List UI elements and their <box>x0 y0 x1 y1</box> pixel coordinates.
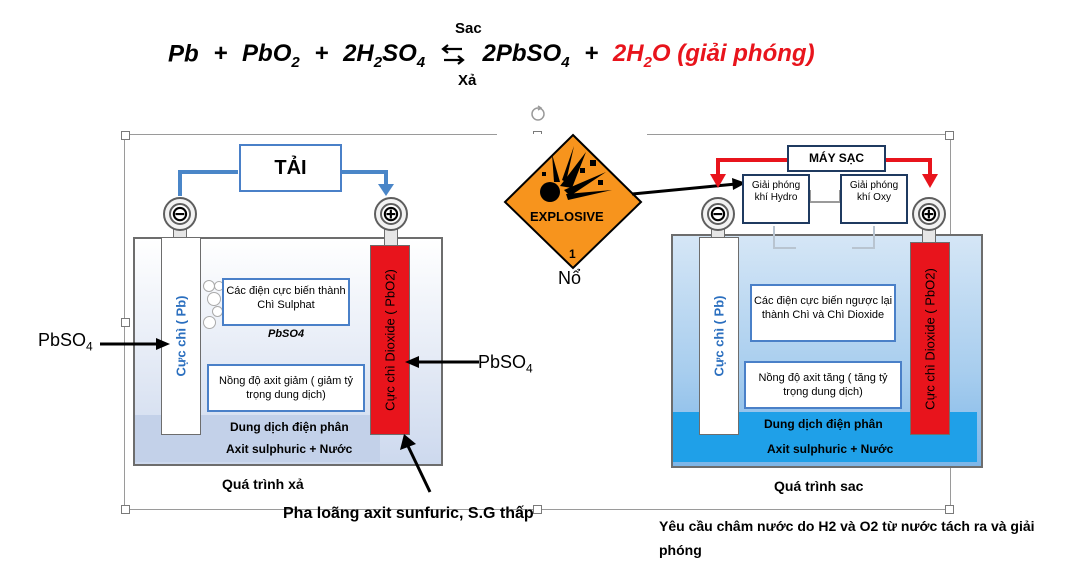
right-concentration-box: Nồng độ axit tăng ( tăng tỷ trọng dung d… <box>744 361 902 409</box>
rotate-handle-icon[interactable] <box>528 104 548 124</box>
left-pbso4-small: PbSO4 <box>268 328 305 340</box>
plus-icon: ⊕ <box>919 201 939 226</box>
equilibrium-arrow-icon <box>432 40 476 70</box>
charge-label: Sac <box>455 20 482 37</box>
charge-process-label: Quá trình sac <box>774 478 864 494</box>
eq-plus: + <box>213 40 228 68</box>
positive-terminal: ⊕ <box>374 197 408 231</box>
explosive-text: EXPLOSIVE <box>530 209 604 224</box>
positive-electrode-label: Cực chì Dioxide ( PbO2) <box>382 269 398 411</box>
left-pbso4-label: PbSO4 <box>38 330 93 354</box>
negative-electrode: Cực chì ( Pb) <box>161 237 201 435</box>
discharge-label: Xả <box>458 72 477 89</box>
resize-handle[interactable] <box>121 505 130 514</box>
water-refill-note: Yêu cầu châm nước do H2 và O2 từ nước tá… <box>659 518 1035 558</box>
eq-reactant-h2so4: 2H2SO4 <box>343 40 426 72</box>
charger-box: MÁY SẠC <box>787 145 886 172</box>
resize-handle[interactable] <box>121 318 130 327</box>
arrow-right-icon <box>100 338 170 350</box>
right-acid-label: Axit sulphuric + Nước <box>767 442 894 456</box>
positive-electrode: Cực chì Dioxide ( PbO2) <box>910 242 950 435</box>
negative-electrode: Cực chì ( Pb) <box>699 237 739 435</box>
left-acid-label: Axit sulphuric + Nước <box>226 442 353 456</box>
charge-flow-arrow-icon <box>710 158 938 188</box>
chemical-equation: Pb + PbO2 + 2H2SO4 2PbSO4 + 2H2O (giải p… <box>168 40 815 71</box>
hazard-class-number: 1 <box>569 247 576 261</box>
explosion-caption: Nổ <box>558 268 582 288</box>
positive-terminal: ⊕ <box>912 197 946 231</box>
minus-icon: ⊖ <box>170 201 190 226</box>
plus-icon: ⊕ <box>381 201 401 226</box>
eq-product-water: 2H2O (giải phóng) <box>612 40 815 72</box>
right-electrolyte-label: Dung dịch điện phân <box>764 417 883 431</box>
arrow-up-icon <box>400 434 432 493</box>
left-electrolyte-label: Dung dịch điện phân <box>230 420 349 434</box>
eq-plus: + <box>584 40 599 68</box>
gas-bubble <box>203 316 216 329</box>
load-box: TẢI <box>239 144 342 192</box>
eq-reactant-pbo2: PbO2 <box>242 40 300 72</box>
hydrogen-release-box: Giải phóng khí Hydro <box>742 174 810 224</box>
resize-handle[interactable] <box>121 131 130 140</box>
arrow-left-icon <box>405 356 479 368</box>
negative-electrode-label: Cực chì ( Pb) <box>173 295 189 377</box>
eq-product-pbso4: 2PbSO4 <box>482 40 570 72</box>
positive-electrode: Cực chì Dioxide ( PbO2) <box>370 245 410 435</box>
eq-plus: + <box>314 40 329 68</box>
dilute-note: Pha loãng axit sunfuric, S.G thấp <box>283 505 534 522</box>
positive-electrode-label: Cực chì Dioxide ( PbO2) <box>922 267 938 410</box>
minus-icon: ⊖ <box>708 201 728 226</box>
left-concentration-box: Nồng độ axit giảm ( giảm tỷ trọng dung d… <box>207 364 365 412</box>
oxygen-release-box: Giải phóng khí Oxy <box>840 174 908 224</box>
right-conversion-box: Các điện cực biến ngược lại thành Chì và… <box>750 284 896 342</box>
eq-reactant-pb: Pb <box>168 40 199 68</box>
left-sulfate-box: Các điện cực biến thành Chì Sulphat <box>222 278 350 326</box>
negative-electrode-label: Cực chì ( Pb) <box>711 295 727 377</box>
resize-handle[interactable] <box>533 505 542 514</box>
resize-handle[interactable] <box>945 131 954 140</box>
gas-bubble <box>207 292 221 306</box>
negative-terminal: ⊖ <box>163 197 197 231</box>
load-flow-arrow-icon <box>178 170 394 196</box>
negative-terminal: ⊖ <box>701 197 735 231</box>
right-pbso4-label: PbSO4 <box>478 352 533 376</box>
explosive-hazard-icon <box>503 133 643 270</box>
discharge-process-label: Quá trình xả <box>222 476 304 492</box>
resize-handle[interactable] <box>945 505 954 514</box>
